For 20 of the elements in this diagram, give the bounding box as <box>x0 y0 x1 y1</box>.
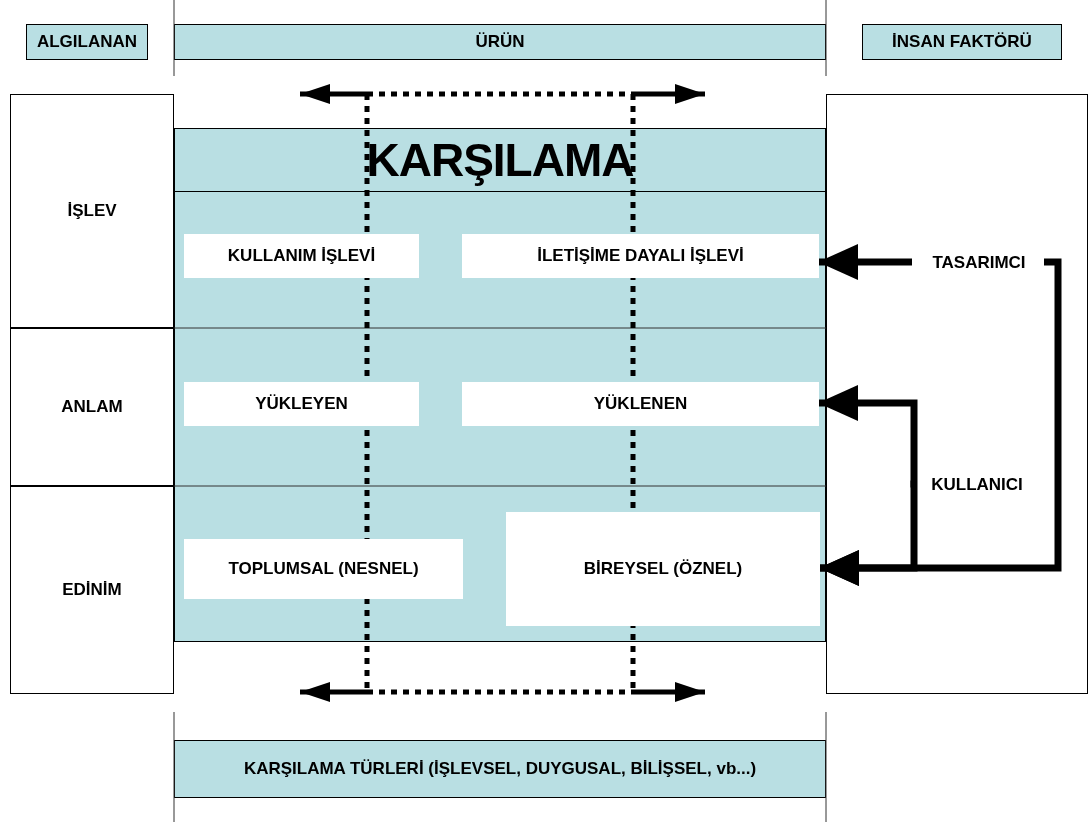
row-label-cell: İŞLEV <box>10 94 174 328</box>
row-label-cell: ANLAM <box>10 328 174 486</box>
arrow <box>818 244 912 280</box>
header-bar: ÜRÜN <box>174 24 826 60</box>
central-panel <box>174 128 826 642</box>
text-label: KULLANICI <box>917 467 1037 503</box>
panel-title: KARŞILAMA <box>366 133 634 187</box>
row-label-cell: EDİNİM <box>10 486 174 694</box>
text-label: TASARIMCI <box>913 247 1045 279</box>
label-box: BİREYSEL (ÖZNEL) <box>506 512 820 626</box>
label-box: KULLANIM İŞLEVİ <box>184 234 419 278</box>
label-box: TOPLUMSAL (NESNEL) <box>184 539 463 599</box>
header-bar: ALGILANAN <box>26 24 148 60</box>
header-bar: İNSAN FAKTÖRÜ <box>862 24 1062 60</box>
header-bar: KARŞILAMA TÜRLERİ (İŞLEVSEL, DUYGUSAL, BİLİŞSEL, vb...) <box>174 740 826 798</box>
side-column <box>826 94 1088 694</box>
arrow <box>819 480 918 586</box>
label-box: YÜKLENEN <box>462 382 819 426</box>
label-box: İLETİŞİME DAYALI İŞLEVİ <box>462 234 819 278</box>
label-box: YÜKLEYEN <box>184 382 419 426</box>
